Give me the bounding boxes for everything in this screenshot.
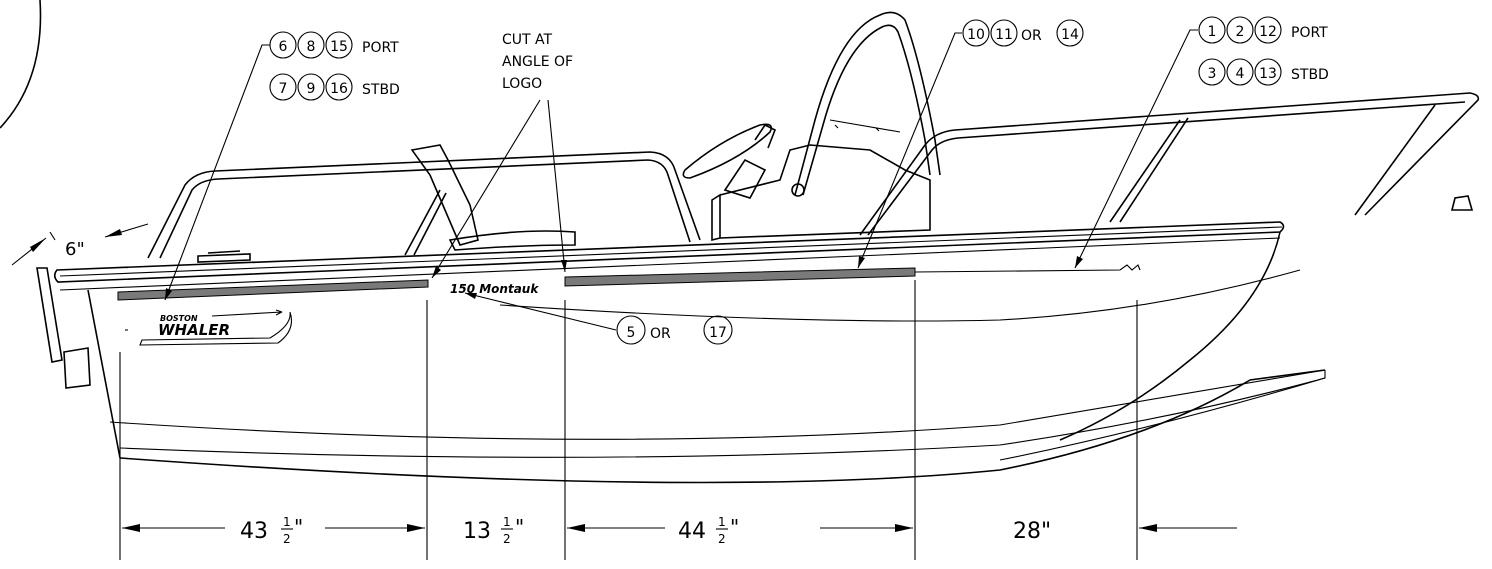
bow-light — [1450, 195, 1474, 211]
dimension-lines — [11, 223, 1237, 560]
dim-1-whole: 43 — [240, 519, 268, 544]
cleat — [197, 250, 251, 263]
sheer-line — [59, 237, 1281, 291]
cut-note: CUT AT ANGLE OF LOGO — [502, 32, 573, 92]
callout-num: 17 — [709, 325, 727, 341]
stern-bracket — [63, 347, 91, 389]
bottom-line — [119, 369, 1326, 484]
callout-num: 8 — [307, 39, 316, 55]
callout-num: 3 — [1208, 66, 1217, 82]
callout-num: 16 — [330, 81, 348, 97]
dim-2-num: 1 — [503, 515, 511, 529]
bow-rail-stanchion-2 — [1354, 104, 1436, 216]
rub-rail-inner — [59, 226, 1283, 277]
callout-1-2-12-port: 1 2 12 PORT — [1198, 16, 1328, 44]
cut-note-line: CUT AT — [502, 32, 553, 48]
spray-rail — [109, 369, 1326, 440]
dim-3: 44 1 2 " — [678, 515, 739, 546]
callout-num: 10 — [967, 27, 985, 43]
seat-cushion — [448, 230, 576, 251]
side-curve — [499, 269, 1301, 322]
dim-4: 28" — [1013, 519, 1051, 544]
transom — [87, 289, 121, 459]
stripes — [117, 264, 1141, 301]
model-text: 150 Montauk — [450, 282, 539, 296]
helm-mount — [723, 158, 767, 199]
leaders — [164, 29, 1198, 331]
callout-num: 12 — [1259, 24, 1277, 40]
stripe-fwd — [564, 267, 916, 287]
bow-rail — [859, 92, 1480, 236]
callout-10-11-14: 10 11 OR 14 — [962, 19, 1084, 47]
callout-5-17: 5 OR 17 — [616, 315, 733, 345]
stripe-aft — [117, 279, 429, 301]
callout-num: 11 — [995, 27, 1013, 43]
callout-num: 9 — [307, 81, 316, 97]
chine-line — [119, 377, 1326, 458]
ttop-frame-outer — [794, 11, 941, 196]
whaler-text: WHALER — [158, 321, 230, 339]
cut-note-line: LOGO — [502, 76, 542, 92]
aft-rail — [147, 151, 701, 259]
callout-3-4-13-stbd: 3 4 13 STBD — [1198, 58, 1329, 86]
callout-num: 14 — [1061, 27, 1079, 43]
callout-joiner: OR — [1021, 28, 1042, 44]
callout-side: STBD — [1291, 67, 1329, 83]
callout-side: PORT — [362, 40, 399, 56]
dim-3-whole: 44 — [678, 519, 706, 544]
windscreen — [829, 119, 901, 133]
dim-1-unit: " — [294, 515, 303, 539]
logo-swoosh — [139, 311, 293, 346]
bow-profile — [1059, 231, 1281, 441]
callout-joiner: OR — [650, 326, 671, 342]
dim-3-unit: " — [730, 515, 739, 539]
chine-bow — [999, 370, 1326, 461]
dim-2-den: 2 — [503, 532, 511, 546]
callout-num: 13 — [1259, 66, 1277, 82]
dim-1-den: 2 — [283, 532, 291, 546]
dim-offset: 6" — [65, 239, 85, 260]
aft-rail-stanchion — [404, 189, 447, 256]
bow-rail-inner — [867, 101, 1466, 236]
dim-3-num: 1 — [718, 515, 726, 529]
dim-1-num: 1 — [283, 515, 291, 529]
cut-note-line: ANGLE OF — [502, 54, 573, 70]
throttle — [754, 123, 777, 149]
seat-back — [410, 144, 479, 246]
dim-3-den: 2 — [718, 532, 726, 546]
hull — [53, 221, 1326, 484]
ttop-foot — [791, 183, 805, 197]
callout-num: 5 — [627, 325, 636, 341]
callout-6-8-15-port: 6 8 15 PORT — [269, 31, 399, 59]
callout-num: 7 — [279, 81, 288, 97]
callout-num: 4 — [1236, 66, 1245, 82]
console-front — [711, 193, 721, 242]
whaler-logo: BOSTON WHALER — [139, 309, 293, 346]
ttop-frame-inner — [802, 24, 931, 196]
stripe-taper — [914, 264, 1141, 273]
outboard-edge-arc — [0, 0, 42, 129]
console-body — [719, 144, 931, 239]
bow-rail-stanchion — [1109, 117, 1189, 223]
boston-text: BOSTON — [160, 314, 198, 323]
steering-wheel — [682, 123, 773, 179]
dim-2: 13 1 2 " — [463, 515, 524, 546]
callout-num: 6 — [279, 39, 288, 55]
callout-num: 1 — [1208, 24, 1217, 40]
dim-1: 43 1 2 " — [240, 515, 303, 546]
dim-2-whole: 13 — [463, 519, 491, 544]
callout-side: PORT — [1291, 25, 1328, 41]
stern-pole — [36, 267, 63, 363]
aft-rail-inner — [159, 159, 691, 259]
logo-harpoon — [211, 309, 283, 317]
callout-side: STBD — [362, 82, 400, 98]
dim-2-unit: " — [515, 515, 524, 539]
deck-hardware — [36, 11, 1480, 389]
callout-num: 2 — [1236, 24, 1245, 40]
callout-num: 15 — [330, 39, 348, 55]
callout-7-9-16-stbd: 7 9 16 STBD — [269, 73, 400, 101]
